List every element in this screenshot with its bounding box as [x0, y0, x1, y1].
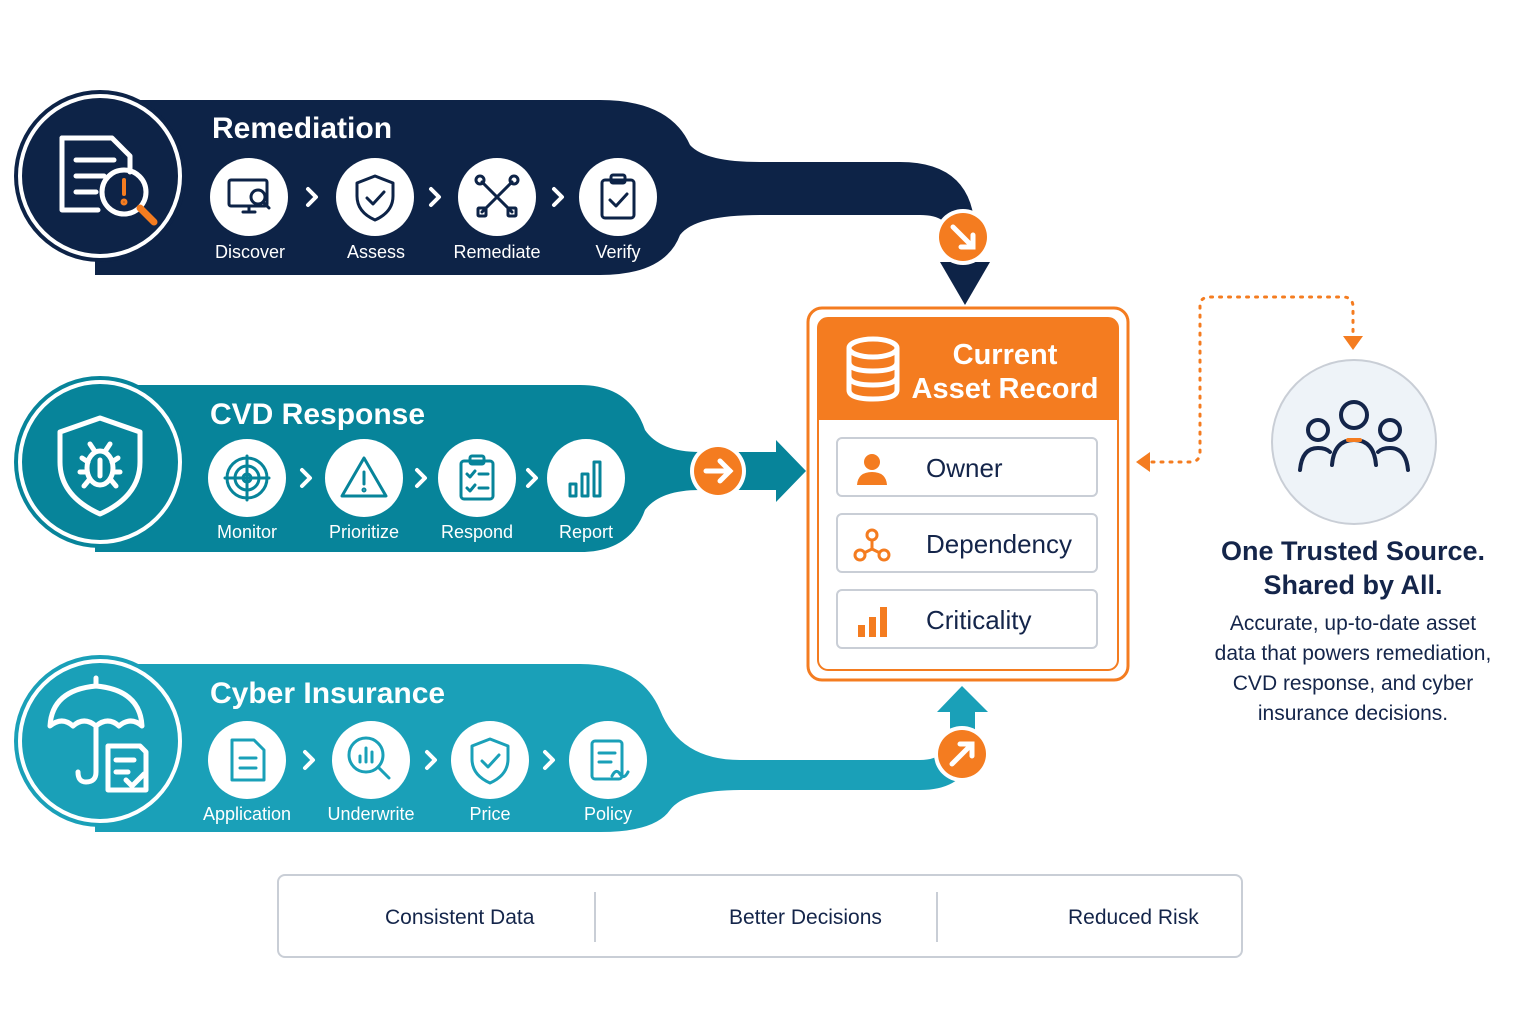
shield-bug-icon — [57, 415, 143, 517]
field-label-criticality: Criticality — [926, 605, 1032, 635]
person-icon — [857, 454, 887, 485]
band-title-remediation: Remediation — [212, 112, 393, 145]
clipboard-check-icon — [600, 173, 636, 220]
band-remediation — [14, 90, 991, 305]
benefits-bar: Consistent Data Better Decisions Reduced… — [277, 874, 1243, 958]
trusted-desc-line1: Accurate, up-to-date asset — [1229, 612, 1477, 635]
dotted-connector — [1136, 295, 1363, 472]
criticality-bar-chart-icon — [858, 607, 887, 637]
step-label-underwrite: Underwrite — [327, 804, 415, 824]
field-label-dependency: Dependency — [926, 529, 1072, 559]
document-search-alert-icon — [59, 135, 158, 226]
benefit-label-consistent-data: Consistent Data — [385, 906, 535, 929]
record-field-owner[interactable]: Owner — [836, 437, 1098, 497]
step-label-remediate: Remediate — [453, 242, 541, 262]
band-title-cyber-insurance: Cyber Insurance — [210, 677, 446, 710]
trusted-description: Accurate, up-to-date asset data that pow… — [1190, 609, 1516, 729]
band-title-cvd-response: CVD Response — [210, 398, 426, 431]
band-cyber-insurance — [14, 655, 990, 832]
record-field-criticality[interactable]: Criticality — [836, 589, 1098, 649]
record-title-line2: Asset Record — [911, 373, 1099, 405]
trusted-title: One Trusted Source. Shared by All. — [1180, 534, 1526, 602]
step-label-assess: Assess — [346, 242, 406, 262]
step-label-verify: Verify — [595, 242, 641, 262]
trusted-title-line2: Shared by All. — [1263, 570, 1443, 600]
network-icon — [853, 528, 891, 562]
benefit-label-better-decisions: Better Decisions — [729, 906, 882, 929]
record-title: Current Asset Record — [900, 338, 1110, 406]
price-shield-check-icon — [470, 737, 510, 785]
document-icon — [230, 738, 266, 782]
database-icon — [846, 336, 900, 402]
step-label-policy: Policy — [583, 804, 632, 824]
arrow-right-head — [776, 440, 806, 502]
trusted-desc-line4: insurance decisions. — [1257, 702, 1449, 725]
arrow-right-icon — [703, 458, 734, 484]
arrow-down-right-icon — [950, 224, 976, 250]
arrow-down-head — [940, 262, 990, 305]
arrow-up-right-icon — [949, 741, 975, 767]
step-label-report: Report — [558, 522, 614, 542]
shield-check-icon — [355, 174, 395, 222]
tools-icon — [474, 174, 520, 218]
team-icon — [1298, 400, 1410, 472]
trusted-source-badge — [1271, 359, 1437, 525]
magnify-chart-icon — [347, 736, 391, 780]
arrow-up-head — [937, 686, 988, 712]
benefit-divider — [936, 892, 938, 942]
field-label-owner: Owner — [926, 453, 1003, 483]
record-field-dependency[interactable]: Dependency — [836, 513, 1098, 573]
checklist-icon — [459, 454, 495, 501]
step-label-discover: Discover — [214, 242, 285, 262]
radar-icon — [223, 454, 271, 502]
trusted-title-line1: One Trusted Source. — [1220, 536, 1486, 566]
step-label-monitor: Monitor — [216, 522, 278, 542]
benefit-label-reduced-risk: Reduced Risk — [1068, 906, 1199, 929]
step-label-respond: Respond — [440, 522, 514, 542]
trusted-desc-line3: CVD response, and cyber — [1232, 672, 1474, 695]
benefit-divider — [594, 892, 596, 942]
umbrella-policy-icon — [47, 675, 149, 793]
step-chevrons — [300, 187, 564, 770]
warning-icon — [340, 456, 388, 498]
bar-chart-icon — [568, 460, 602, 498]
record-title-line1: Current — [952, 339, 1058, 371]
trusted-desc-line2: data that powers remediation, — [1214, 642, 1492, 665]
step-label-application: Application — [202, 804, 292, 824]
step-label-price: Price — [469, 804, 511, 824]
policy-signature-icon — [590, 739, 630, 781]
step-label-prioritize: Prioritize — [328, 522, 399, 542]
monitor-search-icon — [227, 178, 271, 214]
